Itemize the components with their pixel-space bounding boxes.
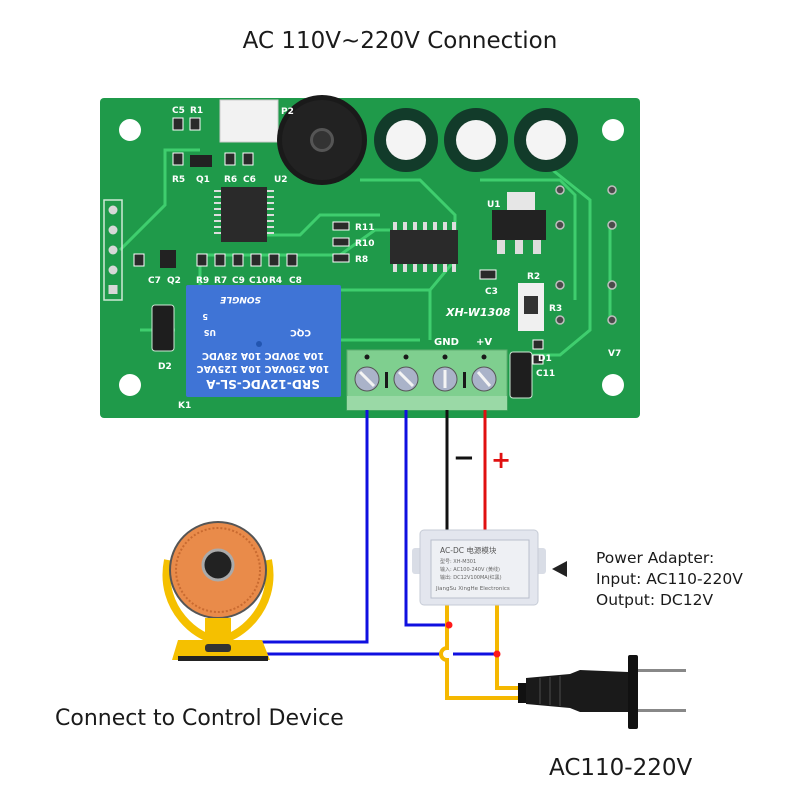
label-gnd: GND: [434, 337, 459, 348]
relay-pin: 5: [202, 312, 208, 321]
label-r9: R9: [196, 276, 209, 286]
mounting-hole: [602, 374, 624, 396]
controller-board: C5 R1 P2 R5 Q1 R6 C6 U2 C7 Q2 R9 R7 C9 C…: [100, 95, 640, 418]
adapter-model: 型号: XH-M301: [440, 558, 476, 565]
diagram-title: AC 110V~220V Connection: [242, 28, 558, 54]
plus-label: +: [491, 446, 511, 474]
board-model-label: XH-W1308: [445, 306, 511, 319]
mounting-hole: [119, 374, 141, 396]
power-plug: [518, 655, 686, 729]
label-r1: R1: [190, 106, 203, 116]
adapter-output: 输出: DC12V100MA(红黑): [440, 574, 502, 581]
label-r6: R6: [224, 175, 237, 185]
terminal-screw: [393, 366, 419, 392]
wires: [262, 410, 520, 700]
load-wire-1: [262, 410, 369, 644]
label-d2: D2: [158, 362, 172, 372]
adapter-note-line3: Output: DC12V: [596, 591, 714, 609]
relay-brand: SONGLE: [219, 294, 261, 304]
label-c3: C3: [485, 287, 498, 297]
label-r2: R2: [527, 272, 540, 282]
regulator-u1: [492, 192, 546, 254]
junction-dot: [493, 650, 501, 658]
terminal-screw: [432, 366, 458, 392]
label-r10: R10: [355, 239, 374, 249]
label-c7: C7: [148, 276, 161, 286]
mains-wire-2: [495, 605, 520, 690]
label-c5: C5: [172, 106, 185, 116]
label-r8: R8: [355, 255, 368, 265]
label-c6: C6: [243, 175, 256, 185]
ic-14pin: [390, 222, 458, 272]
silkscreen-labels: C5 R1 P2 R5 Q1 R6 C6 U2 C7 Q2 R9 R7 C9 C…: [148, 106, 621, 411]
plug-caption: AC110-220V: [549, 755, 693, 781]
label-q1: Q1: [196, 175, 210, 185]
label-r3: R3: [549, 304, 562, 314]
electrolytic-capacitors: [374, 108, 578, 172]
mounting-hole: [602, 119, 624, 141]
resistor-r3: [524, 296, 538, 314]
adapter-input: 输入: AC100-240V (黄线): [440, 566, 500, 573]
label-p2: P2: [281, 107, 294, 117]
transistor-q1: [190, 155, 212, 167]
label-u1: U1: [487, 200, 501, 210]
left-header-pads: [103, 199, 123, 301]
label-u2: U2: [274, 175, 288, 185]
label-r4: R4: [269, 276, 282, 286]
connector-p2: [219, 99, 279, 143]
power-adapter-note: Power Adapter: Input: AC110-220V Output:…: [596, 548, 743, 611]
relay-us-mark: US: [204, 328, 216, 337]
smd-components: [133, 117, 544, 365]
relay-rating-1: 10A 250VAC 10A 125VAC: [197, 363, 330, 374]
relay: SRD-12VDC-SL-A 10A 250VAC 10A 125VAC 10A…: [186, 285, 341, 397]
buzzer: [277, 95, 367, 185]
label-c8: C8: [289, 276, 302, 286]
heater-device: [162, 521, 274, 661]
diode-d1: [509, 351, 533, 399]
label-c11: C11: [536, 369, 555, 379]
right-pads: [555, 185, 617, 325]
label-c10: C10: [249, 276, 268, 286]
label-v7: V7: [608, 349, 621, 359]
transistor-q2: [160, 250, 176, 268]
adapter-title: AC-DC 电源模块: [440, 545, 497, 555]
power-adapter-module: AC-DC 电源模块 型号: XH-M301 输入: AC100-240V (黄…: [412, 529, 546, 606]
pointer-arrow-icon: [552, 561, 567, 577]
adapter-note-line2: Input: AC110-220V: [596, 570, 743, 588]
terminal-screw: [354, 366, 380, 392]
mounting-hole: [119, 119, 141, 141]
relay-model: SRD-12VDC-SL-A: [205, 377, 319, 391]
diode-d2: [151, 304, 175, 352]
terminal-screw: [471, 366, 497, 392]
junction-dot: [445, 621, 453, 629]
load-wire-2: [404, 410, 451, 627]
label-r11: R11: [355, 223, 374, 233]
minus-label: −: [453, 443, 475, 473]
ic-u2: [214, 187, 274, 242]
adapter-note-line1: Power Adapter:: [596, 549, 715, 567]
label-q2: Q2: [167, 276, 181, 286]
label-r5: R5: [172, 175, 185, 185]
label-r7: R7: [214, 276, 227, 286]
terminal-block: [346, 349, 508, 411]
mains-wire-1: [439, 605, 520, 700]
label-c9: C9: [232, 276, 245, 286]
control-device-caption: Connect to Control Device: [55, 706, 344, 731]
label-k1: K1: [178, 401, 191, 411]
adapter-maker: JiangSu XingHe Electronics: [435, 586, 510, 592]
label-d1: D1: [538, 354, 552, 364]
relay-cert: CQC: [290, 327, 311, 337]
label-vplus: +V: [476, 337, 492, 348]
relay-rating-2: 10A 30VDC 10A 28VDC: [202, 350, 324, 361]
